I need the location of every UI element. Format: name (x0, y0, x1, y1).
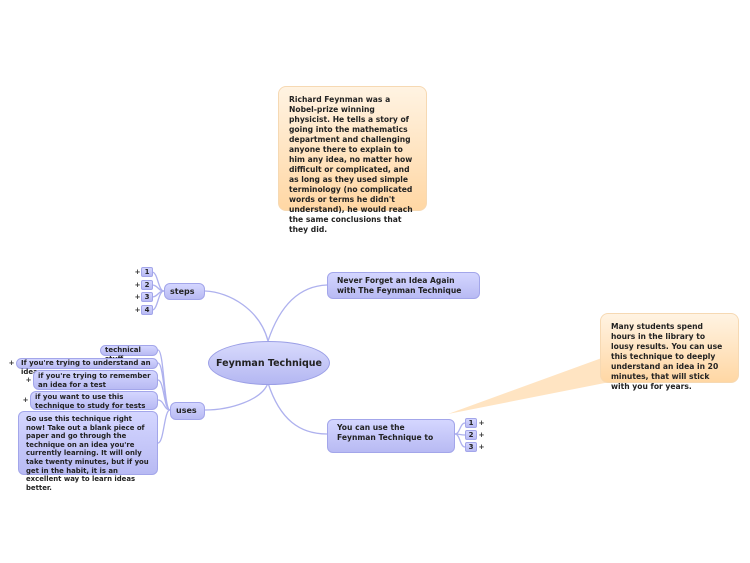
expand-plus-icon[interactable]: + (8, 359, 15, 367)
expand-plus-icon[interactable]: + (478, 431, 485, 439)
node-uses[interactable]: uses (170, 402, 205, 420)
uses-item-understand[interactable]: If you're trying to understand an idea (16, 358, 158, 376)
uses-item-label: If you're trying to understand an idea (21, 359, 151, 376)
expand-plus-icon[interactable]: + (134, 293, 141, 301)
uses-item-remember[interactable]: if you're trying to remember an idea for… (33, 370, 158, 390)
expand-plus-icon[interactable]: + (478, 443, 485, 451)
note-richard-feynman: Richard Feynman was a Nobel-prize winnin… (278, 86, 427, 234)
link-use-node-1 (454, 422, 466, 435)
uses-item-label: if you want to use this technique to stu… (35, 393, 146, 410)
uses-item-label: Go use this technique right now! Take ou… (26, 415, 149, 492)
use-item-1[interactable]: 1 (465, 418, 477, 428)
expand-plus-icon[interactable]: + (22, 396, 29, 404)
link-uses-4 (157, 399, 171, 411)
link-center-use-node (267, 382, 328, 435)
node-you-can-use-label: You can use the Feynman Technique to (337, 423, 434, 442)
steps-item-3[interactable]: 3 (141, 292, 153, 302)
link-use-node-3 (454, 433, 466, 448)
link-center-steps (204, 290, 269, 342)
expand-plus-icon[interactable]: + (134, 306, 141, 314)
expand-plus-icon[interactable]: + (25, 376, 32, 384)
uses-item-technical-stuff[interactable]: technical stuff (100, 345, 158, 363)
callout-pointer (448, 355, 620, 414)
use-item-2[interactable]: 2 (465, 430, 477, 440)
expand-plus-icon[interactable]: + (478, 419, 485, 427)
link-uses-2 (157, 362, 171, 411)
steps-item-1[interactable]: 1 (141, 267, 153, 277)
note-many-students: Many students spend hours in the library… (600, 313, 739, 391)
link-center-uses (204, 382, 269, 411)
link-uses-5 (157, 409, 171, 444)
link-steps-4 (151, 290, 165, 311)
uses-item-go-use[interactable]: Go use this technique right now! Take ou… (18, 411, 158, 492)
node-steps-label: steps (170, 287, 195, 296)
node-title-label: Never Forget an Idea Again with The Feyn… (337, 276, 462, 295)
expand-plus-icon[interactable]: + (134, 281, 141, 289)
node-you-can-use[interactable]: You can use the Feynman Technique to (327, 419, 455, 453)
node-steps[interactable]: steps (164, 283, 205, 300)
central-topic-label: Feynman Technique (216, 357, 322, 369)
steps-item-4[interactable]: 4 (141, 305, 153, 315)
steps-item-2[interactable]: 2 (141, 280, 153, 290)
node-title[interactable]: Never Forget an Idea Again with The Feyn… (327, 272, 480, 299)
uses-item-study-tests[interactable]: if you want to use this technique to stu… (30, 391, 158, 410)
central-topic[interactable]: Feynman Technique (208, 341, 330, 385)
use-item-3[interactable]: 3 (465, 442, 477, 452)
link-center-title (267, 284, 328, 342)
uses-item-label: if you're trying to remember an idea for… (38, 372, 151, 389)
expand-plus-icon[interactable]: + (134, 268, 141, 276)
link-steps-2 (151, 284, 165, 292)
node-uses-label: uses (176, 406, 197, 415)
